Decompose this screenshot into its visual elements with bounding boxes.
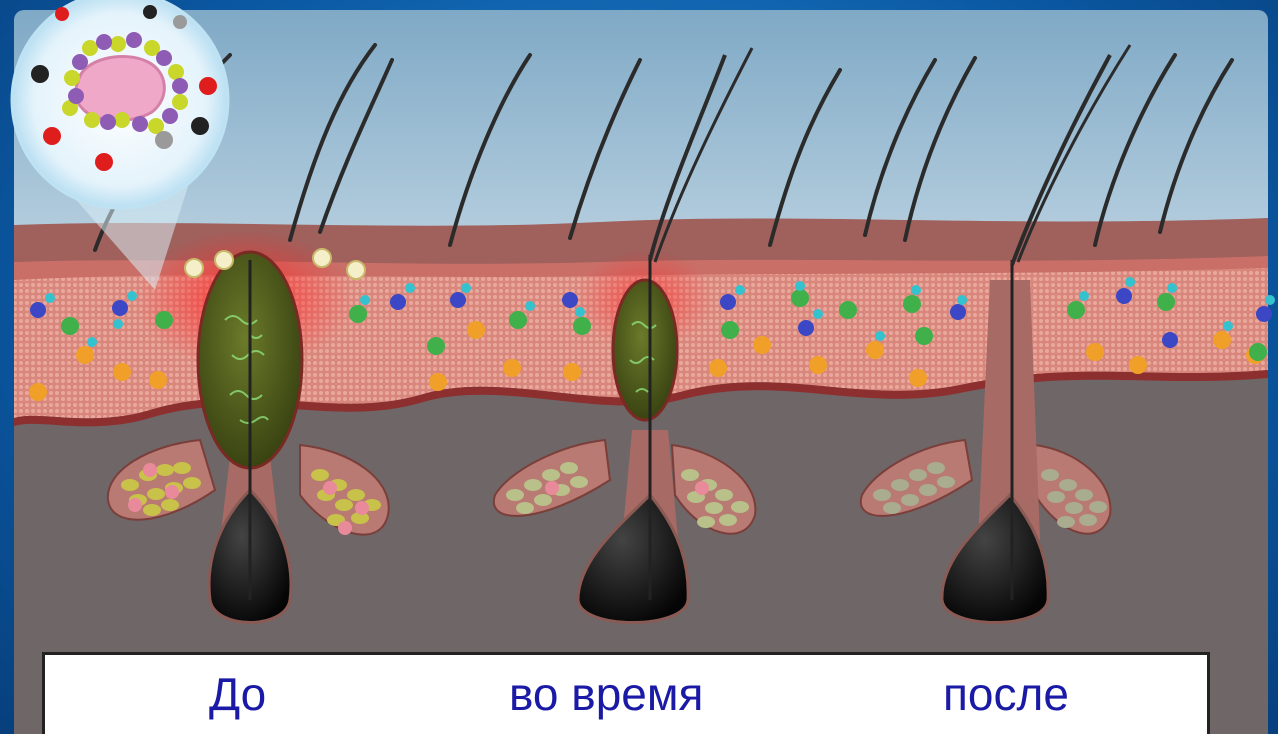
caption-after: после xyxy=(943,671,1069,717)
caption-before: До xyxy=(209,671,266,717)
caption-bar: До во время после xyxy=(42,652,1210,734)
clearing-pore xyxy=(613,280,677,420)
caption-during: во время xyxy=(509,671,703,717)
